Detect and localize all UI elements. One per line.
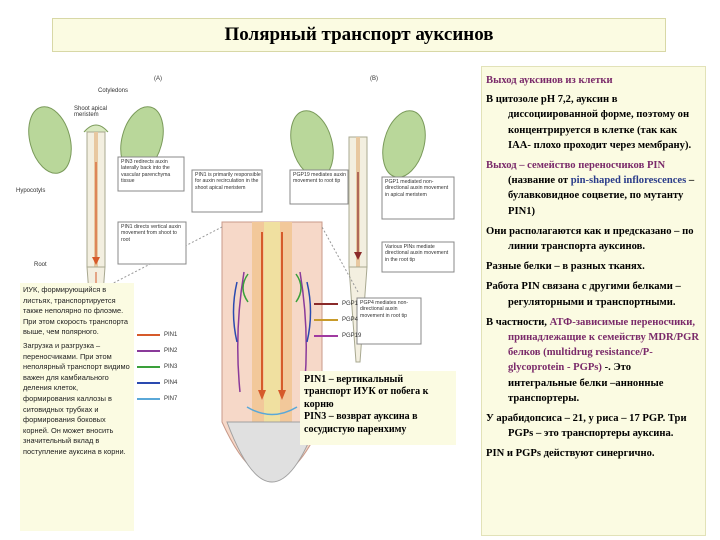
label-root: Root (34, 262, 47, 268)
annotation-pgp4: PGP4 mediates non-directional auxin move… (360, 300, 409, 319)
paragraph-2: Выход – семейство переносчиков PIN (назв… (486, 158, 700, 219)
paragraph-6-part-a: В частности, (486, 316, 550, 328)
annotation-box-pin1-primary (191, 169, 263, 213)
paragraph-4: Разные белки – в разных тканях. (486, 261, 645, 273)
paragraph-5: Работа PIN связана с другими белками – р… (486, 281, 681, 308)
label-hypocotyls: Hypocotyls (16, 188, 46, 194)
panel-a-label: (A) (154, 76, 162, 82)
note-left-paragraph-2: Загрузка и разгрузка – переносчиками. Пр… (23, 340, 130, 456)
page-title: Полярный транспорт ауксинов (52, 18, 666, 52)
paragraph-6-highlight: АТФ-зависимые переносчики, принадлежащие… (508, 316, 700, 374)
note-pin3: PIN3 – возврат ауксина в сосудистую паре… (304, 411, 418, 435)
paragraph-2-term: pin-shaped inflorescences (570, 175, 687, 187)
label-cotyledons: Cotyledons (98, 88, 129, 94)
annotation-box-pgp1 (381, 176, 455, 220)
annotation-box-pin1-vertical (117, 221, 187, 265)
paragraph-6-part-c: -. Это интегральные белки –аннонные тран… (508, 362, 664, 404)
panel-b-label: (B) (370, 76, 378, 82)
annotation-box-pgp19 (289, 169, 349, 205)
figure-illustration (28, 106, 455, 483)
legend-b-swatches (314, 303, 338, 337)
legend-a-pin2: PIN2 (164, 348, 178, 354)
paragraph-3: Они располагаются как и предсказано – по… (486, 225, 694, 253)
legend-a-pin7: PIN7 (164, 396, 178, 402)
annotation-pin3: PIN3 redirects auxin laterally back into… (121, 159, 171, 185)
legend-b-pgp4: PGP4 (342, 317, 359, 323)
paragraph-6: В частности, АТФ-зависимые переносчики, … (486, 315, 700, 406)
annotation-pin1-primary: PIN1 is primarily responsible for auxin … (195, 172, 261, 191)
annotation-box-pin3 (117, 156, 185, 192)
annotation-box-various-pins (381, 241, 455, 273)
note-left-paragraph-1: ИУК, формирующийся в листьях, транспорти… (23, 285, 128, 337)
root-tissue-detail (95, 221, 359, 483)
label-shoot-apical: Shoot apical meristem (74, 106, 108, 118)
note-pin1: PIN1 – вертикальный транспорт ИУК от поб… (304, 374, 429, 410)
paragraph-1: В цитозоле рН 7,2, ауксин в диссоциирова… (486, 94, 692, 151)
paragraph-8: PIN и PGPs действуют синергично. (486, 448, 655, 460)
annotation-various-pins: Various PINs mediate directional auxin m… (385, 244, 449, 263)
annotation-pgp19: PGP19 mediates auxin movement to root ti… (293, 172, 347, 185)
annotation-pgp1: PGP1 mediated non-directional auxin move… (385, 179, 449, 198)
paragraph-2-lead: Выход – семейство переносчиков PIN (486, 160, 666, 172)
legend-a-pin4: PIN4 (164, 380, 178, 386)
annotation-box-pgp4 (356, 297, 422, 345)
paragraph-2-part-b: (название от (508, 175, 571, 187)
paragraph-7: У арабидопсиса – 21, у риса – 17 PGP. Тр… (486, 413, 687, 440)
note-pin-functions: PIN1 – вертикальный транспорт ИУК от поб… (300, 371, 456, 445)
legend-a-pin1: PIN1 (164, 332, 178, 338)
text-panel: Выход ауксинов из клетки В цитозоле рН 7… (481, 66, 706, 536)
annotation-pin1-vertical: PIN1 directs vertical auxin movement fro… (121, 224, 181, 243)
legend-a-pin3: PIN3 (164, 364, 178, 370)
section-heading: Выход ауксинов из клетки (486, 75, 613, 86)
legend-b-pgp1: PGP1 (342, 301, 359, 307)
legend-b-pgp19: PGP19 (342, 333, 362, 339)
note-nonpolar-transport: ИУК, формирующийся в листьях, транспорти… (20, 283, 134, 531)
paragraph-2-part-d: – булавковидное соцветие, по мутанту PIN… (508, 175, 695, 217)
legend-a-swatches (137, 334, 160, 400)
